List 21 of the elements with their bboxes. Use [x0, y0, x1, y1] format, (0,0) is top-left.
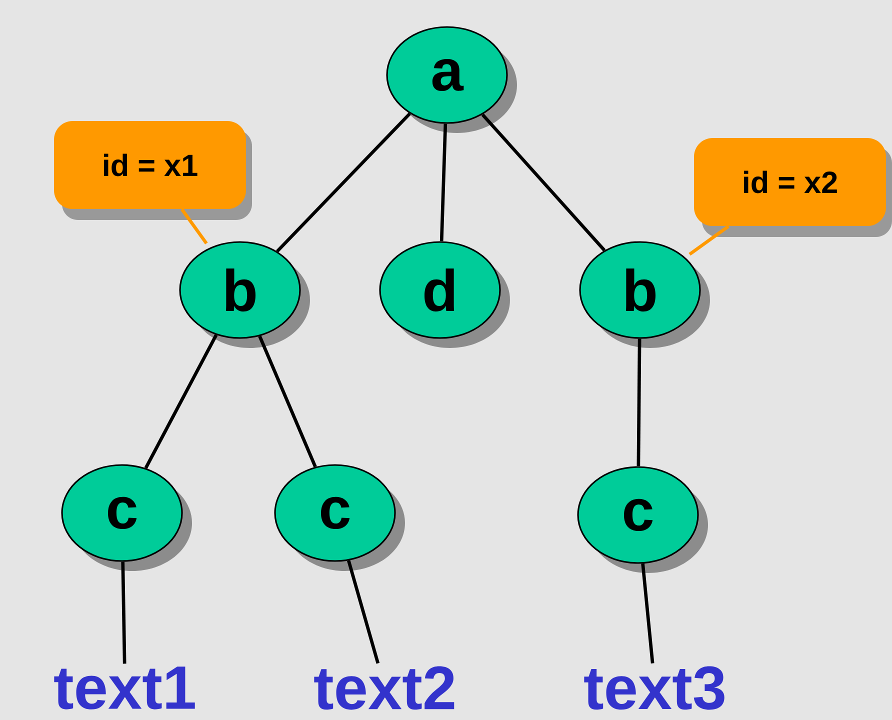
- tree-node: d: [379, 241, 510, 348]
- tree-edge: [144, 334, 218, 469]
- leaf-text: text2: [314, 666, 454, 710]
- tree-node: c: [274, 464, 405, 571]
- tree-node: c: [577, 466, 708, 573]
- tree-edge: [347, 560, 380, 664]
- tree-node: b: [179, 241, 310, 348]
- speech-bubble: id = x2: [694, 138, 892, 237]
- tree-node: a: [386, 26, 517, 133]
- tree-edge: [258, 336, 317, 468]
- tree-node: c: [61, 464, 192, 571]
- tree-edge: [276, 112, 412, 253]
- tree-edge: [641, 563, 654, 664]
- leaf-text: text1: [54, 666, 195, 710]
- speech-bubble: id = x1: [54, 121, 252, 220]
- tree-edge: [481, 113, 606, 252]
- tree-edge: [440, 124, 448, 242]
- tree-edge: [636, 338, 642, 466]
- leaf-text: text3: [584, 666, 724, 710]
- tree-node: b: [579, 241, 710, 348]
- tree-edge: [121, 562, 126, 664]
